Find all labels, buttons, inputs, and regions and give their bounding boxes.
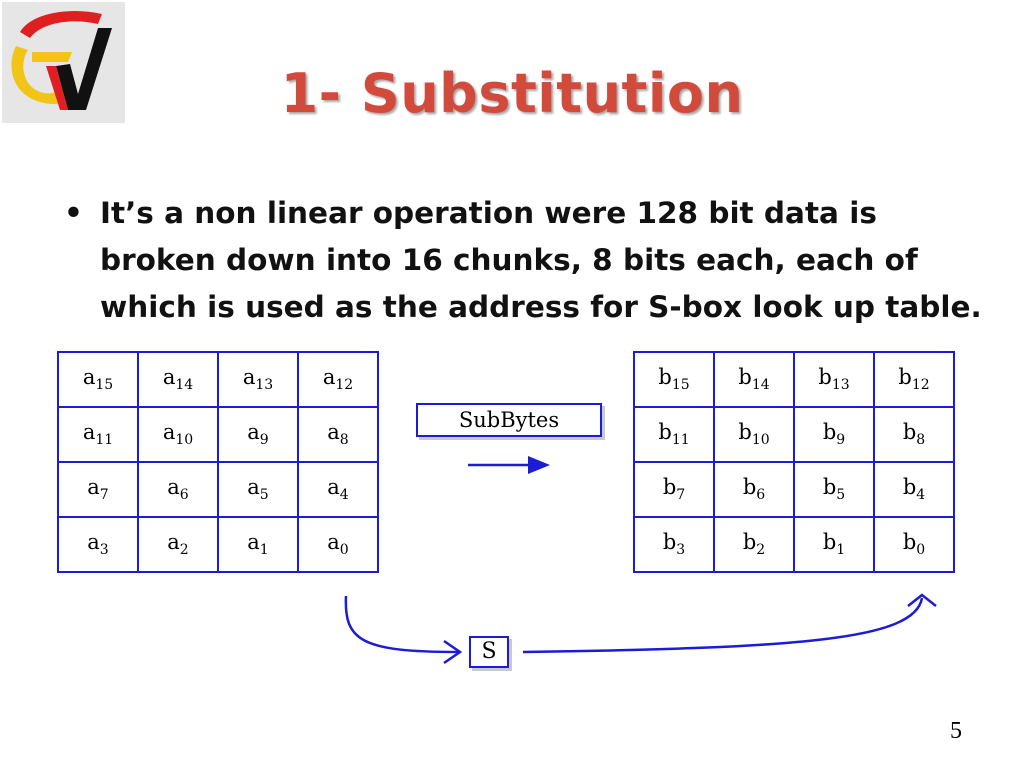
- output-grid-cell: b2: [713, 516, 795, 573]
- slide-title: 1- Substitution: [280, 62, 744, 125]
- output-grid-cell: b10: [713, 406, 795, 463]
- output-grid-cell: b5: [793, 461, 875, 518]
- output-grid-cell: b0: [873, 516, 955, 573]
- output-grid-cell: b15: [633, 351, 715, 408]
- output-grid-cell: b12: [873, 351, 955, 408]
- sbox-to-output-arrow: [522, 597, 924, 654]
- bullet-point: • It’s a non linear operation were 128 b…: [64, 190, 984, 331]
- output-grid-cell: b8: [873, 406, 955, 463]
- input-to-sbox-arrow: [344, 595, 459, 654]
- subbytes-arrowhead: [528, 456, 550, 474]
- output-grid-cell: b14: [713, 351, 795, 408]
- input-grid-cell: a13: [217, 351, 299, 408]
- output-grid-cell: b7: [633, 461, 715, 518]
- bullet-text: It’s a non linear operation were 128 bit…: [100, 196, 982, 324]
- input-grid-cell: a3: [57, 516, 139, 573]
- input-grid-cell: a8: [297, 406, 379, 463]
- input-grid-cell: a1: [217, 516, 299, 573]
- input-grid-cell: a10: [137, 406, 219, 463]
- output-grid-cell: b3: [633, 516, 715, 573]
- input-grid-cell: a14: [137, 351, 219, 408]
- input-grid-cell: a9: [217, 406, 299, 463]
- input-grid-cell: a6: [137, 461, 219, 518]
- input-grid-cell: a2: [137, 516, 219, 573]
- logo-graphic: [11, 11, 112, 110]
- output-grid-cell: b1: [793, 516, 875, 573]
- output-grid-cell: b11: [633, 406, 715, 463]
- logo: [2, 2, 125, 123]
- input-grid-cell: a12: [297, 351, 379, 408]
- input-grid-cell: a0: [297, 516, 379, 573]
- input-grid-cell: a5: [217, 461, 299, 518]
- input-to-sbox-arrowhead: [443, 639, 463, 665]
- input-grid-cell: a7: [57, 461, 139, 518]
- sbox-to-output-arrowhead: [907, 593, 937, 607]
- input-grid-cell: a15: [57, 351, 139, 408]
- page-number: 5: [950, 718, 962, 744]
- bullet-marker: •: [64, 196, 83, 230]
- output-grid-cell: b13: [793, 351, 875, 408]
- input-grid-cell: a11: [57, 406, 139, 463]
- input-grid-cell: a4: [297, 461, 379, 518]
- output-grid-cell: b9: [793, 406, 875, 463]
- output-grid-cell: b6: [713, 461, 795, 518]
- subbytes-box: SubBytes: [416, 403, 602, 437]
- sbox-box: S: [469, 636, 509, 668]
- output-grid-cell: b4: [873, 461, 955, 518]
